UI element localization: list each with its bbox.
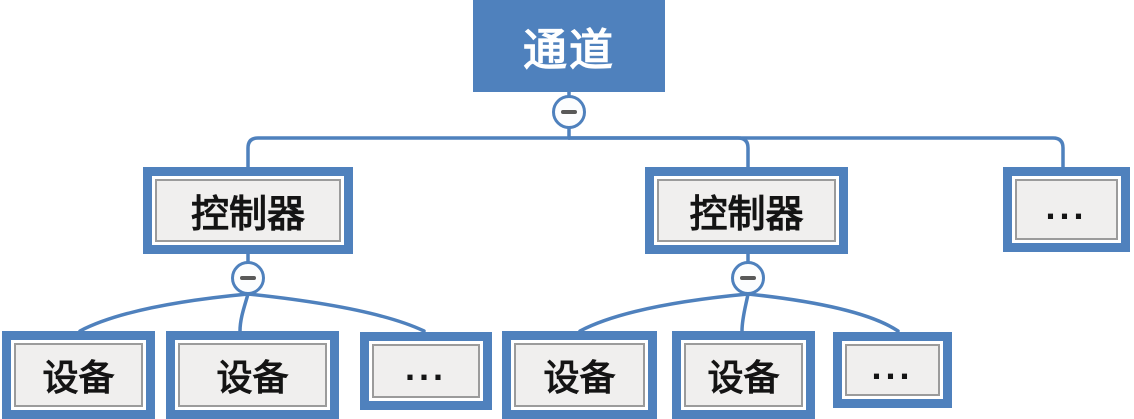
minus-icon [561, 109, 577, 115]
device-node-1[interactable]: 设备 [2, 331, 155, 419]
device-node-3-label: 设备 [514, 343, 645, 407]
more-devices-node-1[interactable]: ... [360, 332, 492, 410]
more-devices-node-2[interactable]: ... [833, 332, 952, 408]
more-controllers-label: ... [1015, 179, 1118, 240]
collapse-toggle-controller2-minus-icon[interactable] [731, 261, 765, 295]
device-node-2[interactable]: 设备 [166, 331, 339, 419]
device-node-2-label: 设备 [178, 343, 327, 407]
device-node-3[interactable]: 设备 [502, 331, 657, 419]
controller-node-2-label: 控制器 [657, 179, 836, 242]
minus-icon [740, 275, 756, 281]
device-node-1-label: 设备 [14, 343, 143, 407]
controller-node-1-label: 控制器 [155, 179, 341, 242]
more-devices-2-label: ... [845, 344, 940, 396]
controller-node-1[interactable]: 控制器 [143, 167, 353, 254]
more-devices-1-label: ... [372, 344, 480, 398]
controller-node-2[interactable]: 控制器 [645, 167, 848, 254]
root-node-channel[interactable]: 通道 [473, 0, 665, 92]
collapse-toggle-controller1-minus-icon[interactable] [231, 261, 265, 295]
minus-icon [240, 275, 256, 281]
more-controllers-node[interactable]: ... [1003, 167, 1130, 252]
collapse-toggle-root-minus-icon[interactable] [552, 95, 586, 129]
device-node-4[interactable]: 设备 [672, 331, 815, 419]
device-node-4-label: 设备 [684, 343, 803, 407]
